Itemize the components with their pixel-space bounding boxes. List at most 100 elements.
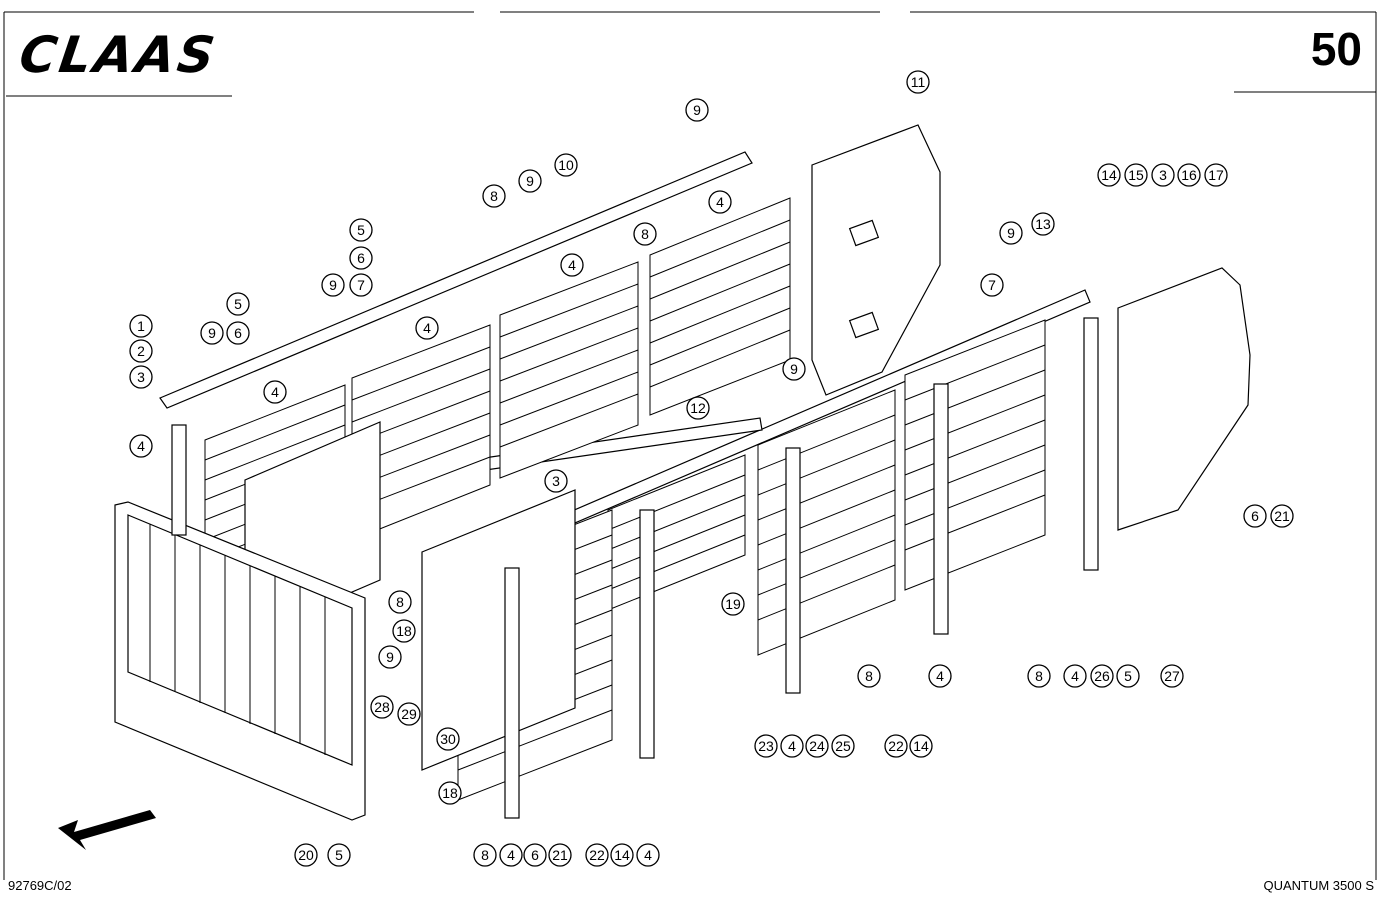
svg-text:9: 9	[693, 102, 701, 118]
svg-text:6: 6	[1251, 508, 1259, 524]
callout-14: 14	[610, 843, 634, 867]
svg-text:13: 13	[1035, 216, 1051, 232]
svg-text:1: 1	[137, 318, 145, 334]
svg-text:9: 9	[1007, 225, 1015, 241]
svg-text:5: 5	[234, 296, 242, 312]
svg-text:7: 7	[988, 277, 996, 293]
callout-8: 8	[482, 184, 506, 208]
callout-12: 12	[686, 396, 710, 420]
svg-text:4: 4	[644, 847, 652, 863]
svg-text:18: 18	[396, 623, 412, 639]
svg-text:4: 4	[423, 320, 431, 336]
callout-6: 6	[226, 321, 250, 345]
svg-text:9: 9	[329, 277, 337, 293]
svg-text:5: 5	[357, 222, 365, 238]
svg-text:27: 27	[1164, 668, 1180, 684]
svg-text:8: 8	[641, 226, 649, 242]
callout-6: 6	[349, 246, 373, 270]
svg-text:8: 8	[481, 847, 489, 863]
svg-text:12: 12	[690, 400, 706, 416]
svg-text:11: 11	[911, 74, 926, 90]
svg-text:2: 2	[137, 343, 145, 359]
callout-9: 9	[518, 169, 542, 193]
callout-3: 3	[129, 365, 153, 389]
callout-22: 22	[884, 734, 908, 758]
callout-29: 29	[397, 702, 421, 726]
callout-8: 8	[473, 843, 497, 867]
direction-arrow-icon	[58, 810, 156, 850]
svg-text:30: 30	[440, 731, 456, 747]
svg-text:6: 6	[357, 250, 365, 266]
callout-24: 24	[805, 734, 829, 758]
slat-panel-upper-right	[649, 197, 791, 416]
svg-text:17: 17	[1208, 167, 1224, 183]
upright-front-center	[639, 509, 655, 759]
upright-left	[171, 424, 187, 536]
callout-4: 4	[560, 253, 584, 277]
upright-front-right	[933, 383, 949, 635]
callout-27: 27	[1160, 664, 1184, 688]
svg-text:9: 9	[790, 361, 798, 377]
side-plate	[1117, 267, 1251, 531]
svg-text:5: 5	[1124, 668, 1132, 684]
svg-text:24: 24	[809, 738, 825, 754]
callout-30: 30	[436, 727, 460, 751]
callout-4: 4	[1063, 664, 1087, 688]
callout-26: 26	[1090, 664, 1114, 688]
svg-text:8: 8	[490, 188, 498, 204]
svg-text:16: 16	[1181, 167, 1197, 183]
svg-text:8: 8	[865, 668, 873, 684]
callout-28: 28	[370, 695, 394, 719]
drawing-code: 92769C/02	[8, 878, 72, 893]
callout-19: 19	[721, 592, 745, 616]
callout-5: 5	[226, 292, 250, 316]
callout-5: 5	[327, 843, 351, 867]
svg-text:9: 9	[386, 649, 394, 665]
callout-8: 8	[388, 590, 412, 614]
callout-2: 2	[129, 339, 153, 363]
callout-11: 11	[906, 70, 930, 94]
svg-text:4: 4	[568, 257, 576, 273]
svg-text:4: 4	[716, 194, 724, 210]
upright-front-left	[504, 567, 520, 819]
callout-13: 13	[1031, 212, 1055, 236]
callout-18: 18	[392, 619, 416, 643]
callout-9: 9	[685, 98, 709, 122]
upright-front-mid	[785, 447, 801, 694]
callout-9: 9	[999, 221, 1023, 245]
slat-panel-upper-center	[499, 261, 639, 479]
callout-8: 8	[633, 222, 657, 246]
callout-4: 4	[780, 734, 804, 758]
callout-7: 7	[349, 273, 373, 297]
svg-text:29: 29	[401, 706, 417, 722]
svg-text:4: 4	[271, 384, 279, 400]
callout-9: 9	[378, 645, 402, 669]
callout-1: 1	[129, 314, 153, 338]
rear-wall-cutout-upper	[848, 219, 880, 247]
callout-3: 3	[1151, 163, 1175, 187]
uprights	[171, 317, 1099, 819]
callout-20: 20	[294, 843, 318, 867]
top-rail-rear	[159, 151, 753, 409]
callout-17: 17	[1204, 163, 1228, 187]
callout-6: 6	[523, 843, 547, 867]
frame-lines	[3, 11, 1377, 880]
callout-9: 9	[200, 321, 224, 345]
svg-text:4: 4	[137, 438, 145, 454]
callout-4: 4	[928, 664, 952, 688]
page-number: 50	[1310, 23, 1362, 75]
svg-text:15: 15	[1128, 167, 1144, 183]
svg-text:20: 20	[298, 847, 314, 863]
callout-21: 21	[1270, 504, 1294, 528]
svg-text:18: 18	[442, 785, 458, 801]
callout-4: 4	[636, 843, 660, 867]
callout-9: 9	[321, 273, 345, 297]
callout-23: 23	[754, 734, 778, 758]
svg-text:14: 14	[614, 847, 630, 863]
callout-25: 25	[831, 734, 855, 758]
svg-text:14: 14	[1101, 167, 1117, 183]
callout-18: 18	[438, 781, 462, 805]
callout-8: 8	[1027, 664, 1051, 688]
